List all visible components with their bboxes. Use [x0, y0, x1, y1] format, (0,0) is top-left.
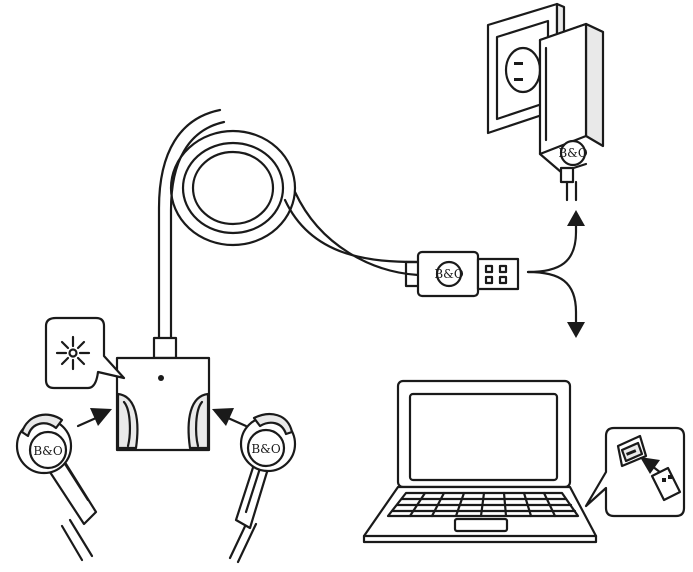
earphone-left: B&O	[15, 413, 98, 562]
led-indicator-icon	[158, 375, 164, 381]
arrow-up-icon	[567, 210, 585, 226]
insert-arrows	[76, 408, 248, 428]
arrow-down-icon	[567, 322, 585, 338]
laptop-touchpad	[453, 517, 509, 533]
bo-logo-icon	[435, 260, 463, 288]
usb-cable	[157, 108, 420, 342]
arrow-insert-icon	[640, 457, 660, 474]
arrow-left-icon	[212, 408, 234, 426]
laptop	[362, 379, 598, 544]
laptop-keyboard	[386, 491, 580, 518]
usb-plug: B&O	[404, 250, 520, 298]
bo-logo-text: B&O	[558, 146, 588, 160]
led-glow-icon	[55, 335, 91, 371]
bo-logo-icon	[559, 139, 587, 167]
earphone-right: B&O	[228, 413, 297, 564]
usb-port-icon	[616, 434, 648, 468]
bo-logo-text: B&O	[434, 267, 464, 281]
split-arrow	[526, 210, 585, 338]
bo-logo-text: B&O	[33, 444, 63, 458]
charging-cradle	[115, 336, 211, 452]
led-callout	[44, 316, 126, 390]
wall-charger: B&O	[538, 22, 605, 202]
usb-port-callout	[584, 426, 686, 518]
usb-plug-small-icon	[650, 466, 682, 502]
bo-logo-text: B&O	[251, 442, 281, 456]
arrow-right-icon	[90, 408, 112, 426]
